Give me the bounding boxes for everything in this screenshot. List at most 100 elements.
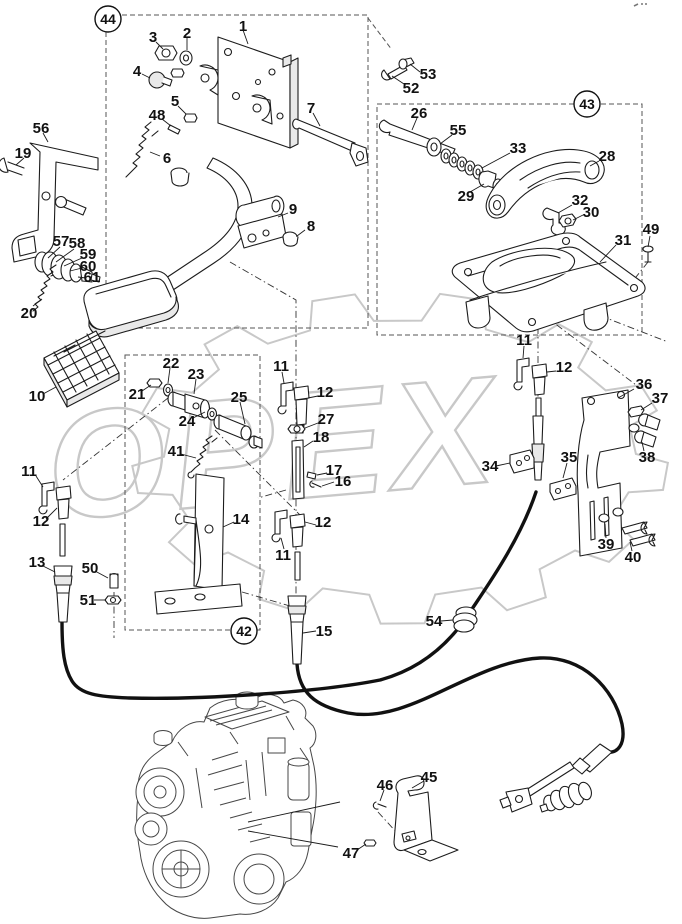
bolt-50 bbox=[109, 572, 119, 589]
callout-48: 48 bbox=[149, 107, 166, 124]
callout-50: 50 bbox=[82, 560, 99, 577]
handle-group-43 bbox=[378, 119, 654, 333]
callout-21: 21 bbox=[129, 386, 146, 403]
bolt-38 bbox=[634, 430, 657, 448]
callout-12-left: 12 bbox=[33, 513, 50, 530]
clevis-end bbox=[499, 787, 533, 813]
callout-54: 54 bbox=[426, 613, 443, 630]
connector-nut bbox=[571, 757, 591, 775]
cable-lower-run bbox=[295, 656, 625, 754]
callout-36: 36 bbox=[636, 376, 653, 393]
callout-24: 24 bbox=[179, 413, 196, 430]
washer-38a bbox=[628, 423, 640, 433]
callout-11-right: 11 bbox=[516, 332, 532, 349]
cable-end-12-left bbox=[55, 485, 72, 520]
callout-57: 57 bbox=[53, 233, 70, 250]
boxed-callout-43: 43 bbox=[573, 90, 601, 118]
callout-labels: 1 2 3 4 5 48 6 7 9 8 56 19 57 58 59 60 6… bbox=[15, 18, 669, 862]
callout-31: 31 bbox=[615, 232, 632, 249]
svg-text:43: 43 bbox=[579, 96, 595, 112]
callout-6: 6 bbox=[163, 150, 171, 167]
trunnion-23 bbox=[167, 391, 211, 419]
callout-58: 58 bbox=[69, 235, 86, 252]
callout-5: 5 bbox=[171, 93, 179, 110]
callout-4: 4 bbox=[133, 63, 142, 80]
callout-61: 61 bbox=[84, 269, 101, 286]
callout-41: 41 bbox=[168, 443, 185, 460]
callout-49: 49 bbox=[643, 221, 660, 238]
left-cable-column bbox=[38, 481, 73, 623]
spring-6 bbox=[125, 121, 159, 178]
callout-28: 28 bbox=[599, 148, 616, 165]
callout-19: 19 bbox=[15, 145, 32, 162]
handle-28 bbox=[485, 148, 605, 219]
callout-23: 23 bbox=[188, 366, 205, 383]
page-corner-mark bbox=[633, 3, 647, 7]
callout-59: 59 bbox=[80, 246, 97, 263]
callout-45: 45 bbox=[421, 769, 438, 786]
engine-illustration bbox=[134, 691, 341, 919]
linkage-group-42 bbox=[104, 378, 263, 615]
center-cable-column bbox=[271, 381, 322, 665]
svg-text:42: 42 bbox=[236, 623, 252, 639]
callout-46: 46 bbox=[377, 777, 394, 794]
rod-15-upper bbox=[294, 551, 301, 581]
spring-41 bbox=[187, 435, 218, 479]
cable-left-run bbox=[60, 490, 538, 700]
callout-38: 38 bbox=[639, 449, 656, 466]
callout-7: 7 bbox=[307, 100, 315, 117]
callout-9: 9 bbox=[289, 201, 297, 218]
clamp-34 bbox=[509, 449, 535, 474]
callout-51: 51 bbox=[80, 592, 97, 609]
group-box-42 bbox=[124, 354, 261, 631]
washer-39b bbox=[612, 507, 624, 517]
screw-17 bbox=[306, 471, 317, 480]
callout-20: 20 bbox=[21, 305, 38, 322]
clamp-11-center-upper bbox=[277, 381, 294, 415]
group-box-44 bbox=[105, 14, 369, 329]
callout-22: 22 bbox=[163, 355, 180, 372]
group-box-43 bbox=[376, 103, 643, 336]
callout-60: 60 bbox=[80, 258, 97, 275]
nut-5 bbox=[183, 113, 198, 123]
grommet-54 bbox=[452, 606, 478, 633]
callout-39: 39 bbox=[598, 536, 615, 553]
callout-12-center-upper: 12 bbox=[317, 384, 334, 401]
callout-2: 2 bbox=[183, 25, 191, 42]
pan-31 bbox=[451, 232, 646, 333]
callout-12-center-lower: 12 bbox=[315, 514, 332, 531]
bolt-40a bbox=[621, 521, 648, 535]
left-bracket-group bbox=[0, 142, 120, 408]
boxed-callout-42: 42 bbox=[230, 617, 258, 645]
bolt-37 bbox=[638, 413, 661, 431]
bracket-14 bbox=[154, 473, 243, 615]
rubber-pad-10 bbox=[43, 330, 120, 408]
callout-26: 26 bbox=[411, 105, 428, 122]
cable-15 bbox=[287, 595, 307, 665]
cable-end-assembly bbox=[499, 743, 613, 813]
rod-18 bbox=[291, 439, 305, 500]
callout-11-left: 11 bbox=[21, 463, 37, 480]
nut-47 bbox=[363, 839, 377, 847]
clamp-11-left bbox=[38, 481, 55, 515]
callout-17: 17 bbox=[326, 462, 343, 479]
gear-watermark-outline bbox=[131, 292, 670, 625]
washer-stack-33 bbox=[440, 148, 484, 180]
boot-accordion bbox=[539, 781, 592, 813]
callout-34: 34 bbox=[482, 458, 499, 475]
cable-end-12-center-lower bbox=[289, 513, 306, 548]
bolt-40b bbox=[629, 533, 656, 547]
callout-1: 1 bbox=[239, 18, 247, 35]
bolt-46 bbox=[372, 801, 387, 810]
callout-15: 15 bbox=[316, 623, 333, 640]
callout-8: 8 bbox=[307, 218, 315, 235]
bracket-36 bbox=[576, 389, 631, 557]
cable-adjuster-right bbox=[531, 415, 545, 481]
right-cable-column bbox=[509, 357, 661, 557]
pedal-assembly-group bbox=[83, 36, 369, 338]
engine-oil-filter bbox=[287, 761, 310, 801]
callout-27: 27 bbox=[318, 411, 335, 428]
callout-3: 3 bbox=[149, 29, 157, 46]
bolt-19a bbox=[7, 161, 25, 176]
label-leaders bbox=[15, 29, 653, 851]
